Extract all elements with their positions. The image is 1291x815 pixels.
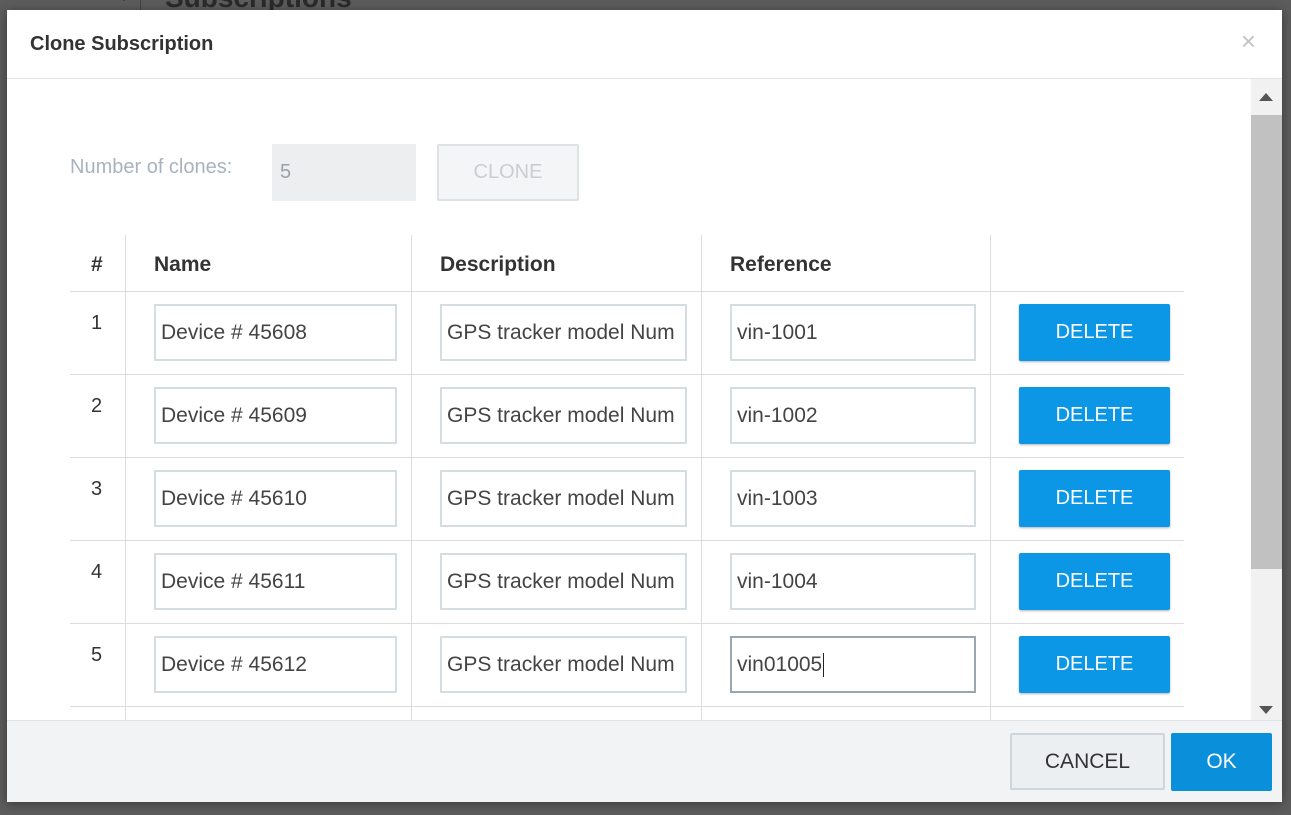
table-row: 5 Device # 45612 GPS tracker model Num v… <box>70 624 1184 707</box>
cancel-button[interactable]: CANCEL <box>1010 733 1165 790</box>
scroll-up-arrow-icon[interactable] <box>1259 93 1273 101</box>
dialog-footer: CANCEL OK <box>7 720 1282 802</box>
dialog-header: Clone Subscription × <box>7 10 1282 79</box>
reference-input[interactable]: vin-1004 <box>730 553 976 610</box>
table-row: 2 Device # 45609 GPS tracker model Num v… <box>70 375 1184 458</box>
scroll-down-arrow-icon[interactable] <box>1259 706 1273 714</box>
column-divider <box>125 235 126 720</box>
row-number: 1 <box>91 312 103 334</box>
reference-input[interactable]: vin-1001 <box>730 304 976 361</box>
delete-button[interactable]: DELETE <box>1019 470 1170 527</box>
header-reference: Reference <box>730 253 832 276</box>
name-input[interactable]: Device # 45610 <box>154 470 397 527</box>
column-divider <box>990 235 991 720</box>
text-cursor <box>823 653 825 678</box>
name-input[interactable]: Device # 45608 <box>154 304 397 361</box>
column-divider <box>701 235 702 720</box>
delete-button[interactable]: DELETE <box>1019 304 1170 361</box>
row-number: 2 <box>91 395 103 417</box>
reference-value: vin01005 <box>737 653 823 676</box>
row-number: 5 <box>91 644 103 666</box>
description-input[interactable]: GPS tracker model Num <box>440 470 687 527</box>
chevron-down-icon <box>118 0 130 1</box>
vertical-scrollbar[interactable] <box>1251 79 1282 720</box>
name-input[interactable]: Device # 45612 <box>154 636 397 693</box>
reference-input-focused[interactable]: vin01005 <box>730 636 976 693</box>
dialog-title: Clone Subscription <box>30 33 214 55</box>
ok-button[interactable]: OK <box>1171 733 1272 791</box>
table-row: 4 Device # 45611 GPS tracker model Num v… <box>70 541 1184 624</box>
background-page-title: Subscriptions <box>165 0 352 14</box>
row-number: 4 <box>91 561 103 583</box>
dialog-body: Number of clones: 5 CLONE # Name Descrip… <box>7 79 1251 720</box>
description-input[interactable]: GPS tracker model Num <box>440 636 687 693</box>
table-header-row: # Name Description Reference <box>70 235 1184 292</box>
column-divider <box>411 235 412 720</box>
name-input[interactable]: Device # 45609 <box>154 387 397 444</box>
description-input[interactable]: GPS tracker model Num <box>440 304 687 361</box>
number-of-clones-label: Number of clones: <box>70 156 233 178</box>
clone-subscription-dialog: Clone Subscription × Number of clones: 5… <box>7 10 1282 802</box>
header-number: # <box>91 253 103 276</box>
clones-table: # Name Description Reference 1 Device # … <box>70 235 1184 707</box>
clone-button[interactable]: CLONE <box>437 144 579 201</box>
delete-button[interactable]: DELETE <box>1019 387 1170 444</box>
reference-input[interactable]: vin-1003 <box>730 470 976 527</box>
table-row: 3 Device # 45610 GPS tracker model Num v… <box>70 458 1184 541</box>
delete-button[interactable]: DELETE <box>1019 636 1170 693</box>
reference-input[interactable]: vin-1002 <box>730 387 976 444</box>
divider <box>140 0 141 10</box>
description-input[interactable]: GPS tracker model Num <box>440 387 687 444</box>
scrollbar-thumb[interactable] <box>1251 115 1282 569</box>
close-icon[interactable]: × <box>1240 26 1256 56</box>
header-description: Description <box>440 253 556 276</box>
table-row: 1 Device # 45608 GPS tracker model Num v… <box>70 292 1184 375</box>
header-name: Name <box>154 253 212 276</box>
delete-button[interactable]: DELETE <box>1019 553 1170 610</box>
name-input[interactable]: Device # 45611 <box>154 553 397 610</box>
description-input[interactable]: GPS tracker model Num <box>440 553 687 610</box>
row-number: 3 <box>91 478 103 500</box>
number-of-clones-input[interactable]: 5 <box>272 144 416 201</box>
